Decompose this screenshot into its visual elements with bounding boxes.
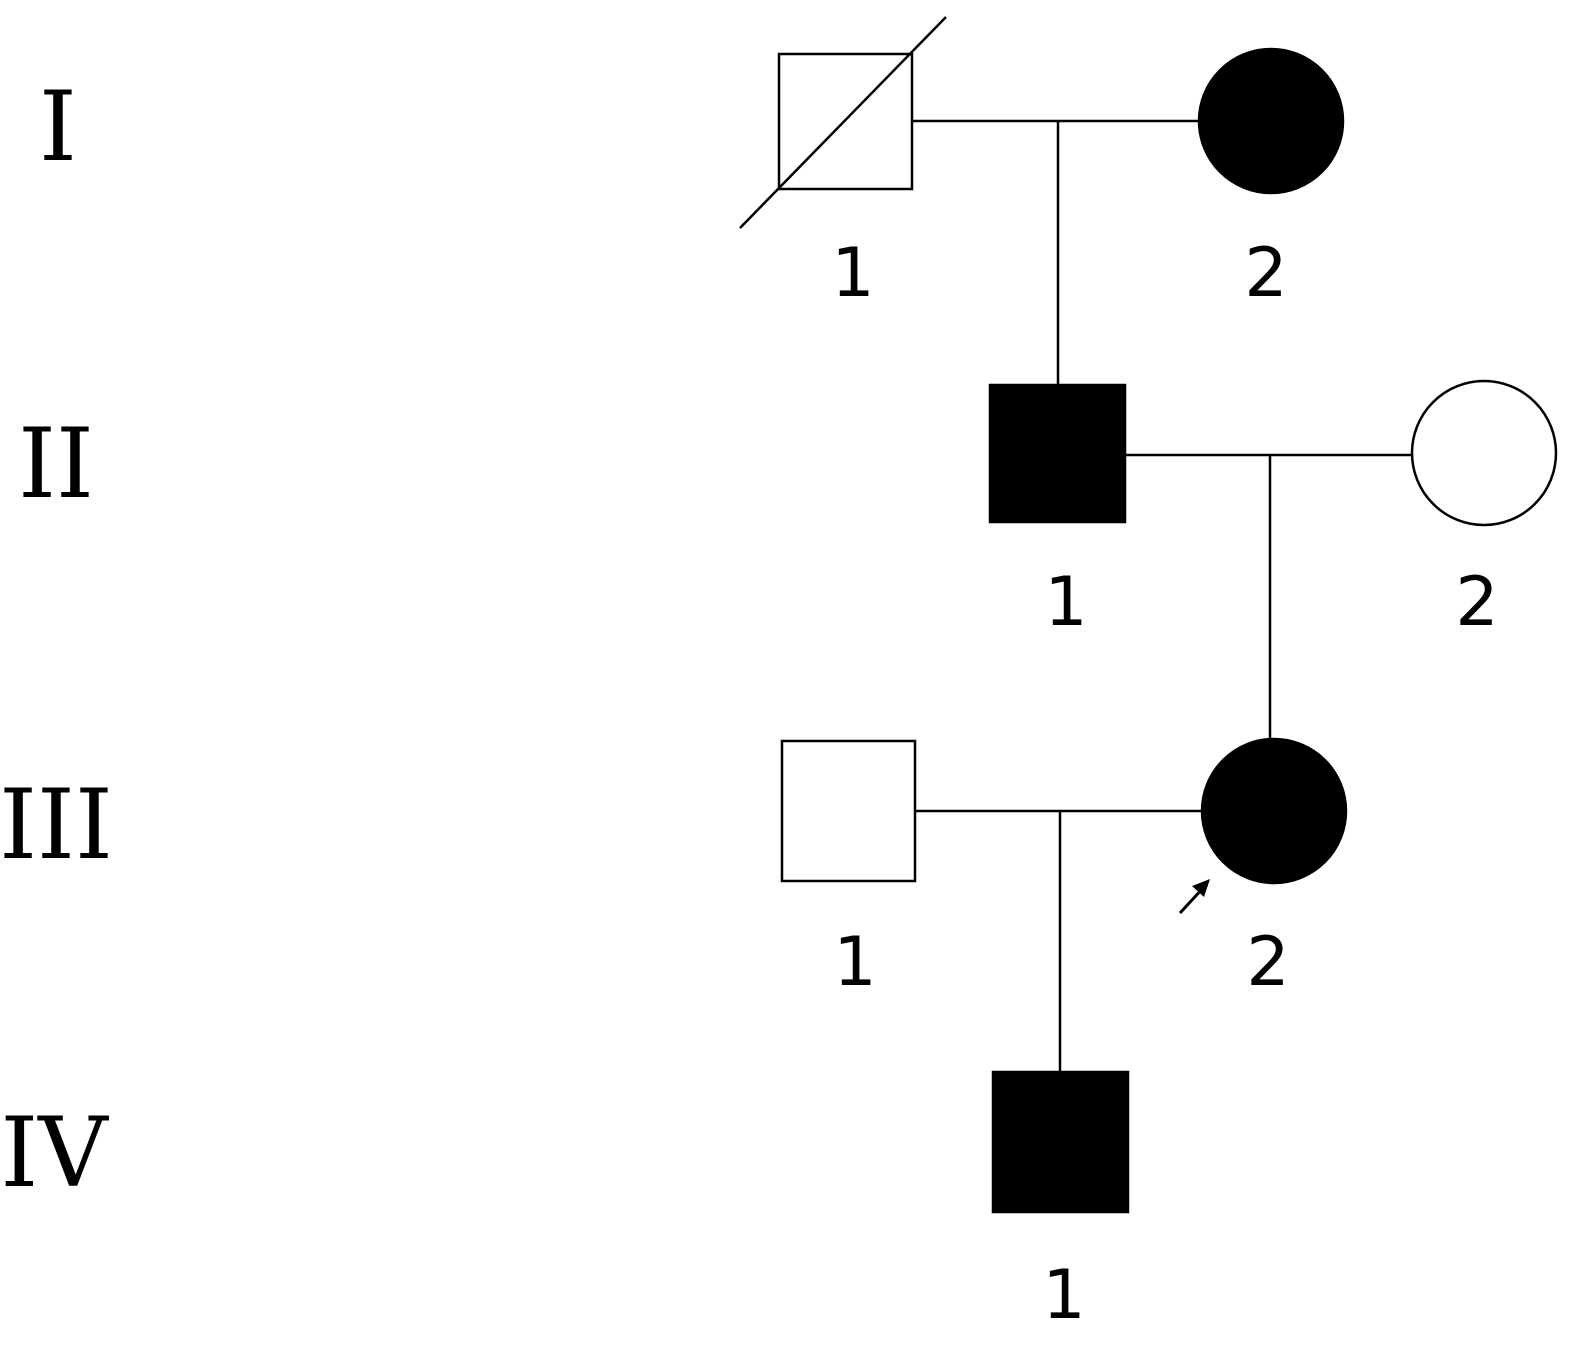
generation-label-1: I bbox=[39, 71, 77, 183]
male-affected-symbol bbox=[991, 1070, 1130, 1214]
generation-label-2: II bbox=[18, 408, 94, 520]
deceased-slash bbox=[739, 16, 947, 229]
individual-label-II-2: 2 bbox=[1455, 563, 1498, 642]
individual-label-IV-1: 1 bbox=[1042, 1256, 1085, 1335]
female-unaffected-symbol bbox=[1410, 379, 1558, 527]
male-affected-symbol bbox=[988, 383, 1127, 524]
female-affected-symbol bbox=[1197, 47, 1345, 195]
individual-label-III-2: 2 bbox=[1246, 923, 1289, 1002]
individual-label-III-1: 1 bbox=[833, 923, 876, 1002]
proband-arrow-icon bbox=[1178, 879, 1210, 915]
individual-label-II-1: 1 bbox=[1044, 563, 1087, 642]
generation-label-4: IV bbox=[0, 1097, 109, 1209]
individual-label-I-1: 1 bbox=[831, 234, 874, 313]
male-unaffected-symbol bbox=[780, 739, 917, 883]
generation-label-3: III bbox=[0, 769, 113, 881]
individual-label-I-2: 2 bbox=[1244, 234, 1287, 313]
female-affected-proband-symbol bbox=[1200, 737, 1348, 885]
